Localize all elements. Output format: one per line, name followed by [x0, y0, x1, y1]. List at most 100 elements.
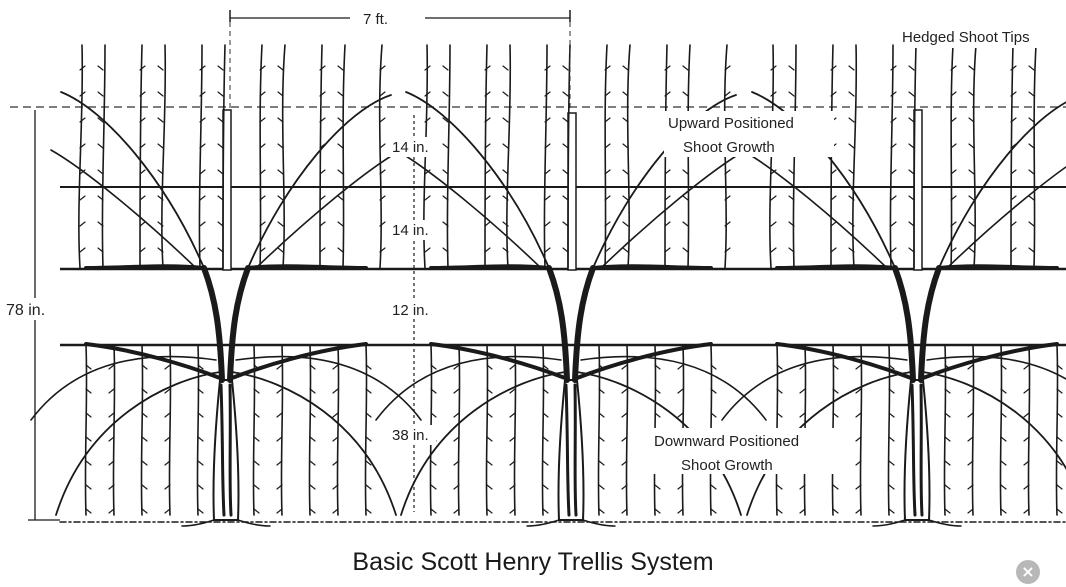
leaf-tick	[683, 92, 688, 96]
leaf-tick	[86, 437, 91, 441]
leaf-tick	[543, 485, 548, 489]
vine-arm	[923, 344, 1057, 378]
leaf-tick	[278, 248, 283, 252]
leaf-tick	[142, 509, 147, 513]
leaf-tick	[623, 248, 628, 252]
vine-trunk	[213, 380, 238, 520]
leaf-tick	[254, 437, 259, 441]
leaf-tick	[425, 248, 430, 252]
leaf-tick	[623, 222, 628, 226]
upward-shoot	[162, 45, 165, 268]
downward-shoot	[860, 345, 861, 515]
leaf-tick	[487, 437, 492, 441]
downward-shoot	[626, 345, 627, 515]
leaf-tick	[443, 144, 448, 148]
leaf-tick	[945, 485, 950, 489]
leaf-tick	[338, 92, 343, 96]
leaf-tick	[366, 509, 371, 513]
upward-label-line1: Upward Positioned	[668, 115, 794, 132]
leaf-tick	[622, 413, 627, 417]
leaf-tick	[969, 248, 974, 252]
downward-shoot	[281, 345, 282, 515]
leaf-tick	[278, 222, 283, 226]
leaf-tick	[1029, 92, 1034, 96]
leaf-tick	[1001, 461, 1006, 465]
leaf-tick	[1024, 389, 1029, 393]
downward-shoot	[486, 345, 487, 515]
leaf-tick	[310, 437, 315, 441]
vine-trunk	[221, 385, 224, 515]
downward-shoot	[141, 345, 142, 515]
leaf-tick	[1057, 437, 1062, 441]
vine-trunk	[921, 385, 922, 515]
leaf-tick	[1001, 509, 1006, 513]
vine-root	[527, 520, 559, 526]
upward-shoot	[447, 45, 450, 268]
leaf-tick	[158, 92, 163, 96]
vine-trunk	[230, 385, 231, 515]
leaf-tick	[622, 365, 627, 369]
vine-arm	[232, 344, 366, 378]
leaf-tick	[800, 389, 805, 393]
leaf-tick	[623, 66, 628, 70]
upward-label-line2: Shoot Growth	[683, 139, 775, 156]
leaf-tick	[623, 170, 628, 174]
leaf-tick	[454, 413, 459, 417]
upward-shoot	[320, 45, 322, 268]
leaf-tick	[98, 66, 103, 70]
leaf-tick	[777, 485, 782, 489]
leaf-tick	[891, 196, 896, 200]
leaf-tick	[1029, 170, 1034, 174]
downward-shoot	[514, 345, 515, 515]
upward-shoot	[544, 45, 547, 268]
height-label: 78 in.	[6, 302, 45, 319]
height-dimension: 78 in.	[4, 110, 64, 520]
leaf-tick	[968, 413, 973, 417]
upward-shoot	[485, 45, 487, 268]
vine-cordon	[939, 266, 1057, 268]
leaf-tick	[678, 413, 683, 417]
leaf-tick	[80, 196, 85, 200]
leaf-tick	[333, 413, 338, 417]
leaf-tick	[254, 509, 259, 513]
leaf-tick	[80, 248, 85, 252]
vine-cordon	[593, 266, 711, 268]
leaf-tick	[889, 509, 894, 513]
leaf-tick	[109, 413, 114, 417]
leaf-tick	[198, 485, 203, 489]
leaf-tick	[338, 144, 343, 148]
leaf-tick	[856, 413, 861, 417]
leaf-tick	[310, 461, 315, 465]
leaf-tick	[683, 66, 688, 70]
leaf-tick	[599, 509, 604, 513]
drooping-cane	[927, 357, 1066, 420]
leaf-tick	[142, 461, 147, 465]
leaf-tick	[623, 196, 628, 200]
vine-arm	[921, 268, 939, 380]
leaf-tick	[545, 222, 550, 226]
gap-label-lower: 38 in.	[392, 427, 429, 444]
leaf-tick	[789, 170, 794, 174]
upward-shoot	[102, 45, 105, 268]
downward-shoot	[1056, 345, 1057, 515]
upward-shoot	[199, 45, 202, 268]
leaf-tick	[86, 509, 91, 513]
vine-root	[583, 520, 615, 526]
leaf-tick	[1024, 365, 1029, 369]
leaf-tick	[833, 485, 838, 489]
leaf-tick	[338, 196, 343, 200]
leaf-tick	[655, 485, 660, 489]
leaf-tick	[969, 222, 974, 226]
leaf-tick	[165, 413, 170, 417]
leaf-tick	[599, 485, 604, 489]
leaf-tick	[683, 222, 688, 226]
leaf-tick	[380, 118, 385, 122]
leaf-tick	[849, 66, 854, 70]
leaf-tick	[338, 170, 343, 174]
leaf-tick	[277, 389, 282, 393]
close-icon[interactable]: ×	[1016, 560, 1040, 584]
leaf-tick	[109, 389, 114, 393]
leaf-tick	[425, 196, 430, 200]
leaf-tick	[277, 365, 282, 369]
leaf-tick	[1029, 248, 1034, 252]
